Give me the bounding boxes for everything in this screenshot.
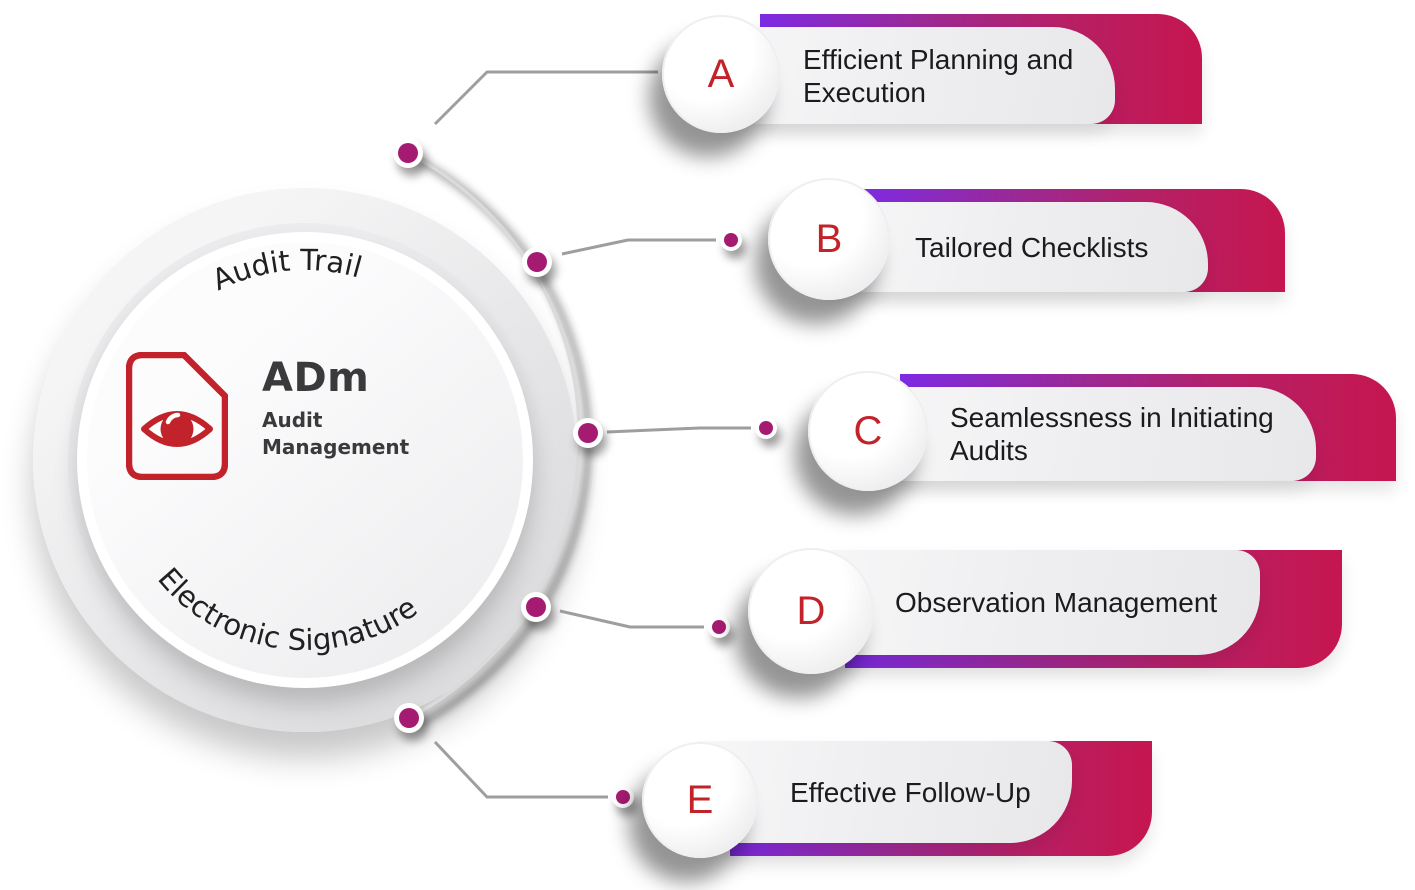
item-e-letter: E	[686, 777, 714, 822]
center-title-block: ADm Audit Management	[262, 356, 452, 461]
item-e-badge: E	[642, 742, 758, 858]
item-d-letter: D	[796, 588, 826, 633]
mini-dot-b	[720, 229, 742, 251]
mini-dot-c-pip	[759, 421, 773, 435]
curved-text-layer: Audit Trail Electronic Signature	[151, 243, 423, 657]
item-d-badge: D	[748, 548, 874, 674]
item-c-badge: C	[808, 371, 928, 491]
arc-dot-3-pip	[578, 423, 598, 443]
connector-line-d	[559, 609, 704, 629]
item-a-badge: A	[662, 15, 780, 133]
arc-dot-2	[522, 247, 552, 277]
acronym-title: ADm	[262, 355, 370, 401]
item-d-title: Observation Management	[895, 587, 1218, 618]
mini-dot-e-pip	[616, 790, 630, 804]
connector-line-c	[606, 426, 751, 434]
connector-line-e	[433, 740, 608, 799]
mini-dot-d	[708, 616, 730, 638]
arc-dot-5-pip	[399, 708, 419, 728]
arc-dot-5	[394, 703, 424, 733]
item-b-title: Tailored Checklists	[915, 231, 1149, 263]
arc-dot-4	[521, 592, 551, 622]
arc-dot-2-pip	[527, 252, 547, 272]
arc-dot-1-pip	[398, 143, 418, 163]
item-c-letter: C	[853, 408, 883, 453]
connector-arc-shadow	[415, 156, 592, 729]
item-c-bar: Seamlessness in Initiating Audits	[866, 387, 1316, 481]
item-e-bar: Effective Follow-Up	[698, 741, 1072, 843]
item-c-title: Seamlessness in Initiating Audits	[950, 402, 1274, 466]
center-circle-inner	[87, 242, 523, 678]
acronym-subtitle: Audit Management	[262, 408, 410, 459]
item-b-bar: Tailored Checklists	[827, 202, 1208, 292]
item-a-letter: A	[707, 51, 735, 96]
item-a-bar: Efficient Planning and Execution	[719, 27, 1115, 124]
connector-line-b	[561, 238, 716, 256]
mini-dot-b-pip	[724, 233, 738, 247]
arc-dot-3	[573, 418, 603, 448]
arc-dot-1	[393, 138, 423, 168]
mini-dot-c	[755, 417, 777, 439]
item-d-bar: Observation Management	[809, 550, 1260, 655]
arc-dot-4-pip	[526, 597, 546, 617]
connector-arc	[407, 151, 582, 720]
item-b-letter: B	[815, 216, 843, 261]
mini-dot-d-pip	[712, 620, 726, 634]
item-b-badge: B	[768, 178, 890, 300]
mini-dot-e	[612, 786, 634, 808]
item-a-title: Efficient Planning and Execution	[803, 43, 1074, 108]
document-eye-icon	[126, 352, 228, 480]
item-e-title: Effective Follow-Up	[790, 776, 1031, 808]
connector-line-a	[433, 70, 658, 126]
